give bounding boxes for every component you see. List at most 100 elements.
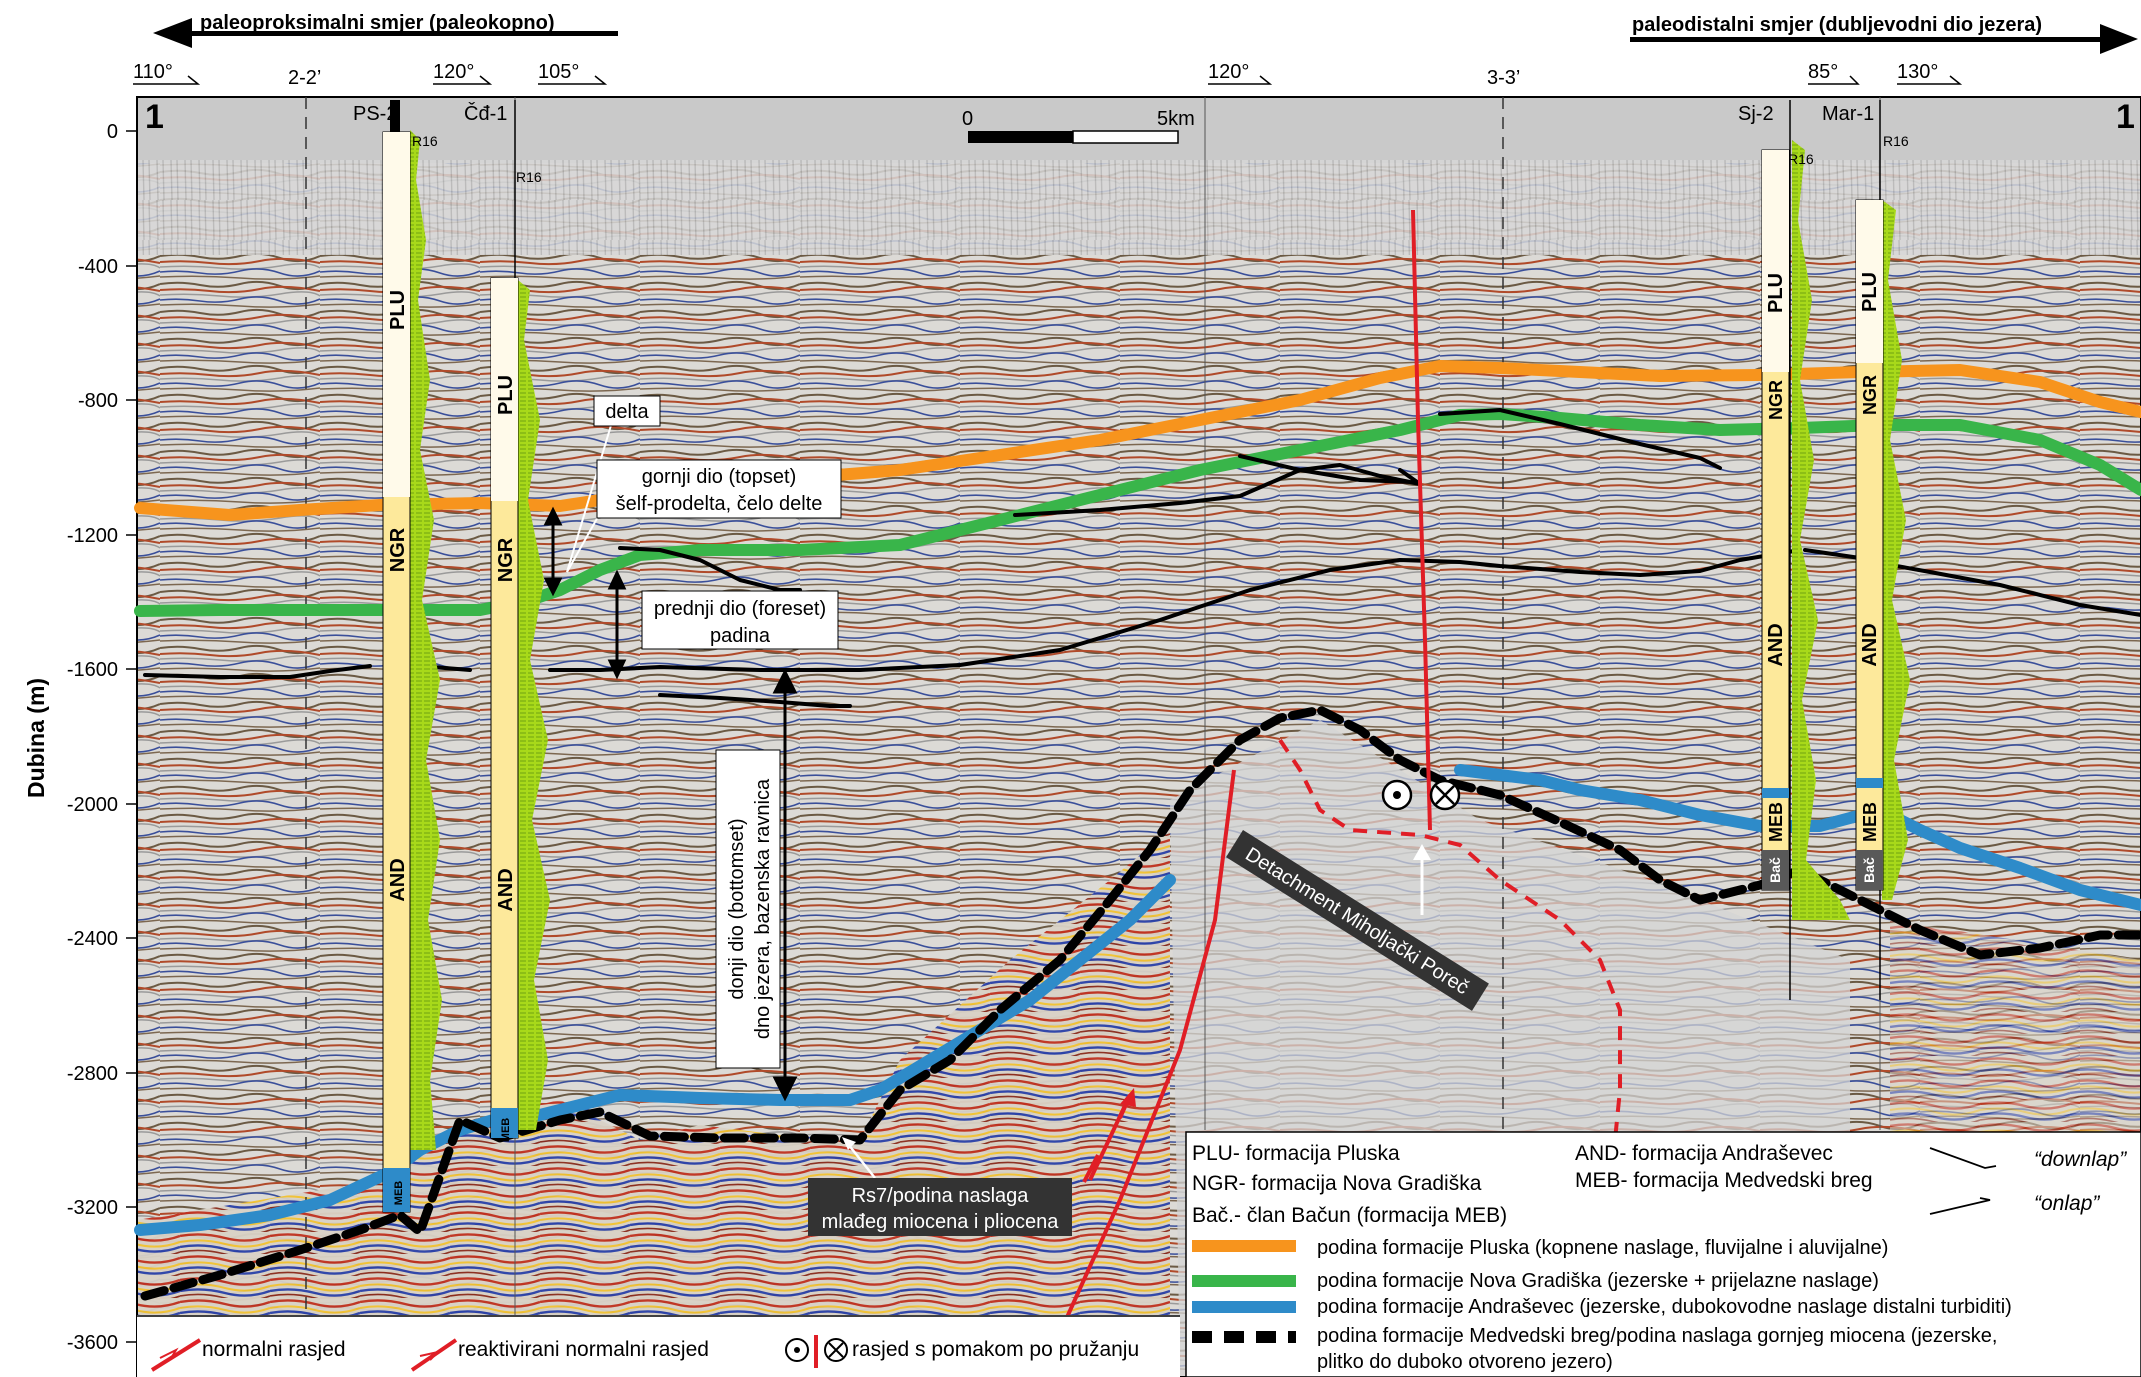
paleodistal-direction-label: paleodistalni smjer (dubljevodni dio jez… xyxy=(1632,14,2042,36)
rs7-label-2: mlađeg miocena i pliocena xyxy=(822,1211,1060,1233)
bottomset-box xyxy=(715,749,781,1069)
crossline-label: 2-2’ xyxy=(288,67,321,89)
foreset-label-1: prednji dio (foreset) xyxy=(654,598,826,620)
normal-fault-icon xyxy=(150,1338,202,1372)
orientation-label: 120° xyxy=(433,61,474,83)
noise-band xyxy=(137,160,2141,255)
depth-tick: -2400 xyxy=(67,928,118,950)
right-arrow-head xyxy=(2100,24,2138,54)
depth-tick: -2000 xyxy=(67,794,118,816)
faults xyxy=(1038,209,1622,1377)
left-arrow-head xyxy=(153,18,192,48)
unit-label: Bač xyxy=(1767,857,1783,883)
legend-horizon: podina formacije Medvedski breg/podina n… xyxy=(1317,1325,1997,1347)
unit-label: MEB xyxy=(1766,802,1786,842)
depth-axis-title: Dubina (m) xyxy=(23,678,49,798)
normal-fault xyxy=(1038,769,1236,1377)
reactivated-fault-arrowhead xyxy=(1120,1088,1136,1107)
legend-formation: Bač.- član Bačun (formacija MEB) xyxy=(1192,1204,1507,1227)
direction-header: paleoproksimalni smjer (paleokopno) pale… xyxy=(153,12,2138,54)
unit-label: NGR xyxy=(495,537,517,582)
legend-horizon: podina formacije Nova Gradiška (jezerske… xyxy=(1317,1270,1879,1292)
profile-label-right: 1 xyxy=(2116,98,2135,136)
rs7-box xyxy=(808,1178,1072,1236)
resistivity-log xyxy=(518,280,550,1130)
strike-slip-symbols xyxy=(1381,779,1461,811)
unit-label: PLU xyxy=(495,375,517,415)
delta-label: delta xyxy=(605,401,649,423)
foreset-label-2: padina xyxy=(710,625,771,647)
topset-box xyxy=(596,459,842,519)
orientation-label: 105° xyxy=(538,61,579,83)
unit-label: PLU xyxy=(1859,272,1881,312)
onlap-label: “onlap” xyxy=(2034,1192,2100,1215)
reflector-line xyxy=(143,548,2141,679)
legend-horizon: podina formacije Pluska (kopnene naslage… xyxy=(1317,1237,1888,1259)
well-cd-1: Čđ-1 R16 PLU NGR AND MEB xyxy=(464,100,550,1142)
orientation-label: 130° xyxy=(1897,61,1938,83)
reflector-line xyxy=(1013,454,1422,517)
reflector-line xyxy=(658,693,852,708)
downlap-label: “downlap” xyxy=(2034,1148,2127,1171)
unit-label: AND xyxy=(495,868,517,911)
legend-formation: AND- formacija Andraševec xyxy=(1575,1142,1833,1165)
section-frame xyxy=(136,96,2141,1377)
unit-label: MEB xyxy=(393,1181,405,1206)
well-mar-1: Mar-1 R16 PLU NGR AND MEB Bač xyxy=(1822,100,1910,1000)
well-name: Čđ-1 xyxy=(464,102,507,125)
legend: PLU- formacija Pluska NGR- formacija Nov… xyxy=(1185,1131,2141,1377)
scale-bar-min: 0 xyxy=(962,108,973,130)
well-sj-2: Sj-2 R16 PLU NGR AND MEB Bač xyxy=(1738,100,1850,1000)
topset-label-1: gornji dio (topset) xyxy=(642,466,797,488)
reflector-line xyxy=(618,546,802,592)
unit-label: PLU xyxy=(387,290,409,330)
left-arrow-shaft xyxy=(190,31,618,36)
resistivity-log xyxy=(1792,140,1850,920)
bottomset-label-1: donji dio (bottomset) xyxy=(726,818,748,999)
depth-tick: -1200 xyxy=(67,525,118,547)
right-arrow-shaft xyxy=(1630,37,2105,42)
legend-horizon: podina formacije Andraševec (jezerske, d… xyxy=(1317,1296,2012,1318)
andrasevec-swatch xyxy=(1192,1301,1296,1313)
paleoproximal-direction-label: paleoproksimalni smjer (paleokopno) xyxy=(200,12,555,34)
depth-tick: -400 xyxy=(78,256,118,278)
well-name: Mar-1 xyxy=(1822,103,1874,125)
legend-formation: NGR- formacija Nova Gradiška xyxy=(1192,1172,1482,1195)
depth-tick: -3200 xyxy=(67,1197,118,1219)
crossline-label: 3-3’ xyxy=(1487,67,1520,89)
depth-tick: -2800 xyxy=(67,1063,118,1085)
legend-formation: PLU- formacija Pluska xyxy=(1192,1142,1400,1165)
resistivity-log xyxy=(410,130,442,1150)
resistivity-log xyxy=(1882,200,1910,900)
unit-label: MEB xyxy=(1860,802,1880,842)
depth-tick: -1600 xyxy=(67,659,118,681)
nova-gradiska-swatch xyxy=(1192,1275,1296,1287)
orientation-label: 110° xyxy=(133,61,173,83)
log-label: R16 xyxy=(412,133,438,149)
unit-label: NGR xyxy=(1766,380,1786,420)
unit-label: PLU xyxy=(1765,273,1787,313)
profile-label-left: 1 xyxy=(145,98,164,136)
detachment-fault xyxy=(1278,738,1622,1141)
legend-formation: MEB- formacija Medvedski breg xyxy=(1575,1169,1873,1192)
strike-slip-fault xyxy=(1411,209,1432,831)
medvedski-breg-swatch xyxy=(1192,1331,1296,1343)
downlap-icon xyxy=(1929,1147,1997,1169)
fault-legend: normalni rasjed reaktivirani normalni ra… xyxy=(137,1315,1180,1377)
depth-tick: -800 xyxy=(78,390,118,412)
depth-axis: Dubina (m) 0 -400 -800 -1200 -1600 -2000… xyxy=(23,121,137,1354)
delta-box xyxy=(593,395,661,427)
log-label: R16 xyxy=(1788,151,1814,167)
well-ps-2: PS-2 R16 PLU NGR AND MEB xyxy=(353,100,442,1213)
depth-tick: -3600 xyxy=(67,1332,118,1354)
unit-label: AND xyxy=(387,858,409,901)
unit-label: NGR xyxy=(1860,375,1880,415)
rs7-label-1: Rs7/podina naslaga xyxy=(852,1185,1030,1207)
onlap-icon xyxy=(1929,1197,1991,1215)
orientation-marks: 110° 120° 105° 120° 85° 130° 2-2’ 3-3’ xyxy=(133,61,1963,89)
unit-label: MEB xyxy=(500,1118,512,1143)
deep-strata xyxy=(137,830,1170,1377)
scale-bar: 0 5km xyxy=(962,108,1195,144)
depth-tick: 0 xyxy=(107,121,118,143)
